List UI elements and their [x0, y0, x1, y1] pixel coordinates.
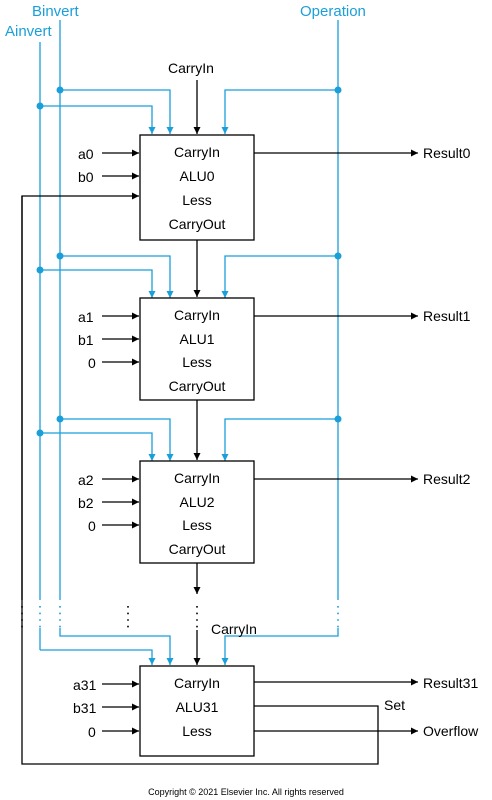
result2-output: Result2	[423, 471, 471, 487]
alu31-less-input: 0	[88, 724, 96, 740]
alu31-block: CarryIn ALU31 Less	[139, 665, 255, 757]
alu0-a-input: a0	[78, 146, 94, 162]
carry-in-last-label: CarryIn	[211, 621, 257, 637]
alu31-name: ALU31	[176, 699, 219, 715]
copyright-notice: Copyright © 2021 Elsevier Inc. All right…	[148, 787, 344, 797]
result0-output: Result0	[423, 145, 471, 161]
alu2-a-input: a2	[78, 472, 94, 488]
alu31-control-taps	[40, 630, 339, 665]
alu31-carryin-port: CarryIn	[174, 675, 220, 691]
alu0-control-taps	[36, 86, 342, 134]
alu31-less-port: Less	[182, 723, 212, 739]
alu1-control-taps	[36, 252, 342, 298]
operation-label: Operation	[300, 3, 366, 20]
alu2-control-taps	[36, 415, 342, 461]
carry-in-top-label: CarryIn	[168, 60, 214, 76]
alu31-b-input: b31	[73, 700, 97, 716]
set-feedback-wire	[21, 192, 379, 765]
alu1-carryout-port: CarryOut	[169, 378, 226, 394]
control-bus	[39, 20, 339, 650]
alu2-name: ALU2	[179, 494, 214, 510]
ellipsis-dots	[21, 606, 339, 628]
alu2-b-input: b2	[78, 495, 94, 511]
result1-output: Result1	[423, 308, 471, 324]
alu2-block: CarryIn ALU2 Less CarryOut	[139, 460, 255, 564]
alu1-block: CarryIn ALU1 Less CarryOut	[139, 297, 255, 401]
alu0-b-input: b0	[78, 169, 94, 185]
alu1-carryin-port: CarryIn	[174, 307, 220, 323]
alu2-less-port: Less	[182, 517, 212, 533]
set-label: Set	[384, 697, 405, 713]
alu1-a-input: a1	[78, 309, 94, 325]
alu0-carryout-port: CarryOut	[169, 216, 226, 232]
alu1-less-input: 0	[88, 355, 96, 371]
alu1-name: ALU1	[179, 331, 214, 347]
result31-output: Result31	[423, 675, 478, 691]
ainvert-label: Ainvert	[5, 23, 53, 40]
alu0-block: CarryIn ALU0 Less CarryOut	[139, 134, 255, 241]
alu1-b-input: b1	[78, 332, 94, 348]
alu0-less-port: Less	[182, 192, 212, 208]
alu2-carryout-port: CarryOut	[169, 541, 226, 557]
alu2-less-input: 0	[88, 518, 96, 534]
overflow-output: Overflow	[423, 723, 479, 739]
alu31-a-input: a31	[73, 677, 97, 693]
binvert-label: Binvert	[32, 3, 80, 20]
alu0-carryin-port: CarryIn	[174, 144, 220, 160]
alu2-carryin-port: CarryIn	[174, 470, 220, 486]
alu0-name: ALU0	[179, 168, 214, 184]
alu1-less-port: Less	[182, 354, 212, 370]
